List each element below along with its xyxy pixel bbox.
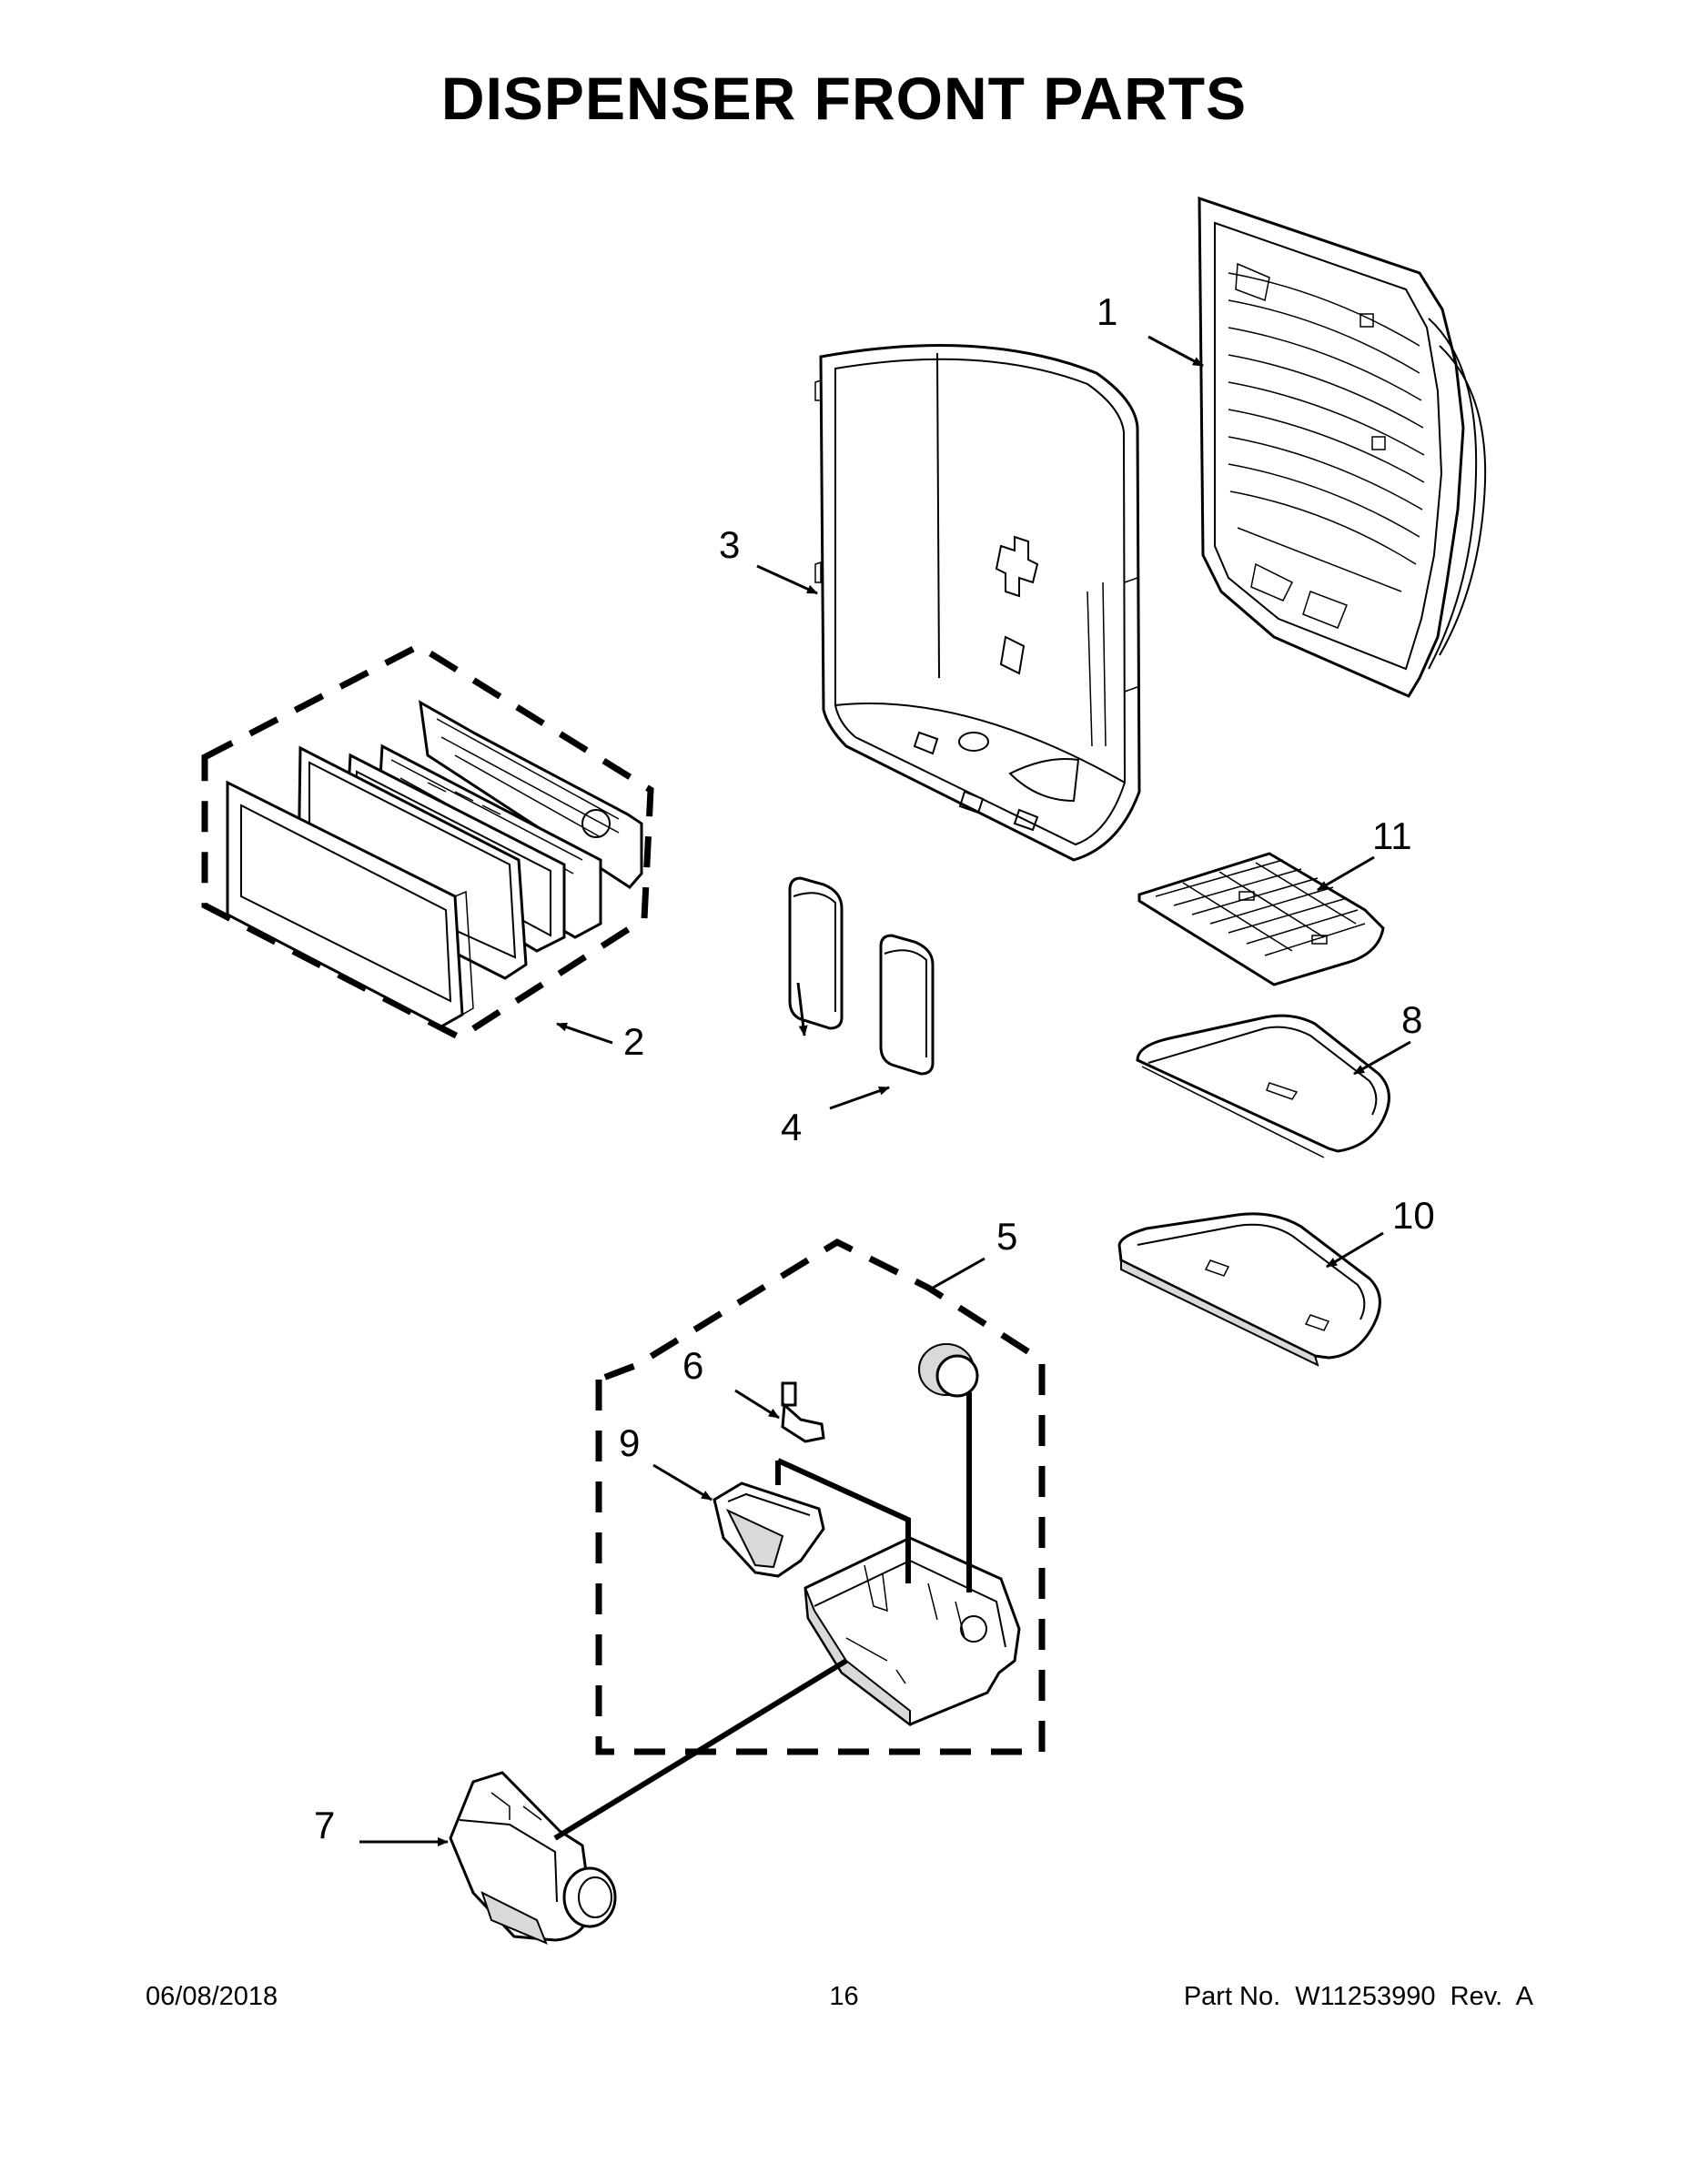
part-5-group-outline bbox=[595, 1239, 1046, 1755]
part-8-drip-tray bbox=[1136, 1014, 1390, 1158]
part-10-tray-base bbox=[1117, 1212, 1381, 1367]
leader-lines bbox=[359, 335, 1411, 1846]
callout-4: 4 bbox=[781, 1106, 803, 1148]
callout-7: 7 bbox=[314, 1804, 336, 1846]
part-5-housing bbox=[804, 1343, 1021, 1727]
callout-8: 8 bbox=[1401, 998, 1423, 1041]
callout-3: 3 bbox=[719, 523, 741, 566]
callout-9: 9 bbox=[619, 1421, 641, 1464]
callout-2: 2 bbox=[623, 1020, 645, 1063]
part-9-chute bbox=[713, 1481, 825, 1578]
part-4-dispenser-pads bbox=[788, 876, 935, 1076]
footer-page-number: 16 bbox=[829, 1982, 859, 2011]
part-2-control-assembly bbox=[201, 642, 654, 1042]
wiring-to-part-7 bbox=[553, 1658, 848, 1841]
part-6-switch bbox=[781, 1381, 825, 1443]
callout-11: 11 bbox=[1372, 814, 1412, 857]
callout-1: 1 bbox=[1097, 290, 1118, 333]
callout-5: 5 bbox=[996, 1215, 1018, 1258]
part-3-dispenser-liner bbox=[814, 344, 1141, 862]
page-title: DISPENSER FRONT PARTS bbox=[440, 65, 1248, 132]
footer-part-number: Part No. W11253990 Rev. A bbox=[1183, 1982, 1533, 2011]
callout-6: 6 bbox=[682, 1344, 704, 1387]
part-7-switch-housing bbox=[449, 1771, 617, 1945]
wiring-harness bbox=[775, 1458, 911, 1583]
part-1-dispenser-housing bbox=[1198, 196, 1487, 698]
footer-date: 06/08/2018 bbox=[146, 1982, 278, 2011]
callout-10: 10 bbox=[1392, 1194, 1435, 1237]
